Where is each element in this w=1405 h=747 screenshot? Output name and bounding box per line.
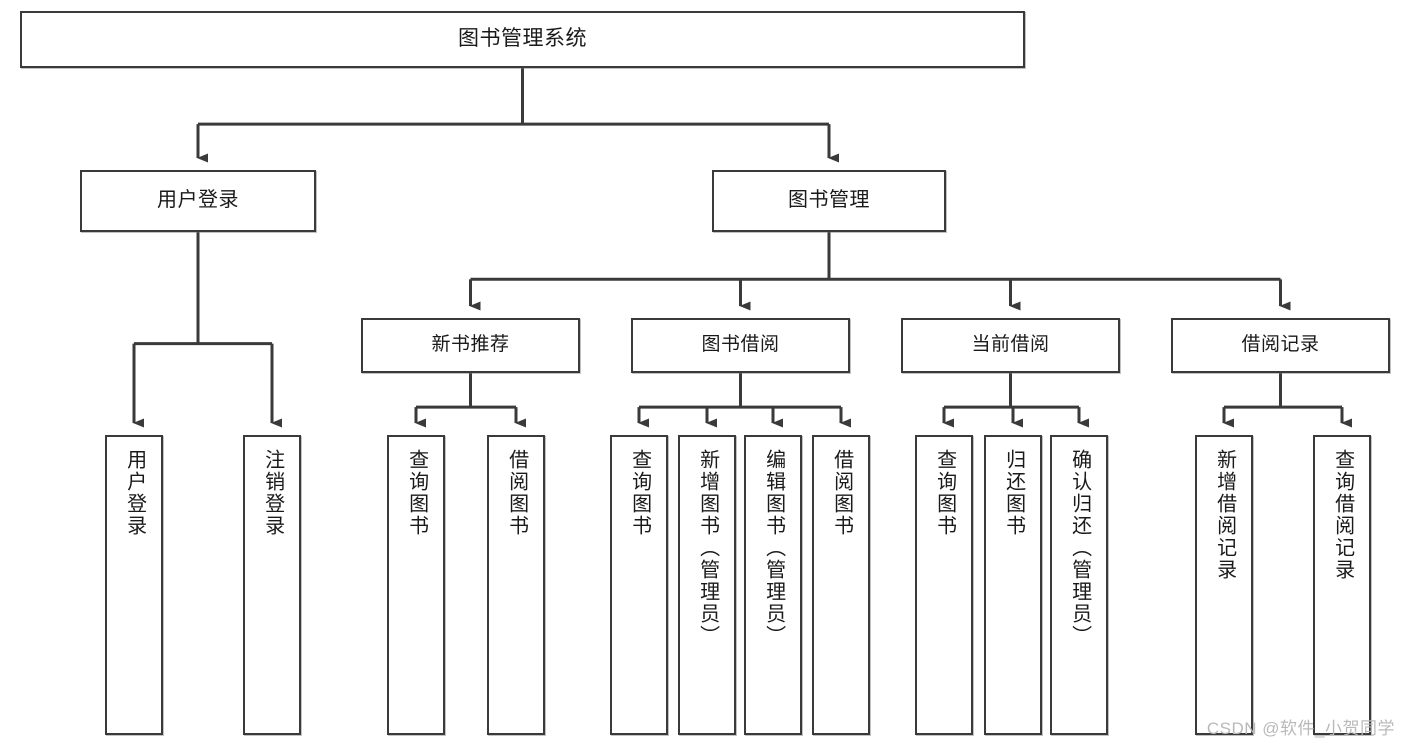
- node-borrow-record[interactable]: 借阅记录: [1171, 318, 1390, 373]
- node-label: 查询图书: [405, 449, 428, 537]
- node-label: 确认归还（管理员）: [1068, 449, 1091, 647]
- node-label: 图书借阅: [701, 334, 780, 356]
- node-label: 查询图书: [628, 449, 651, 537]
- node-label: 新书推荐: [431, 334, 510, 356]
- node-leaf-add-borrow-record[interactable]: 新增借阅记录: [1195, 435, 1253, 735]
- node-label: 借阅记录: [1241, 334, 1320, 356]
- node-label: 用户登录: [123, 449, 146, 537]
- node-label: 图书管理系统: [458, 27, 587, 51]
- node-root[interactable]: 图书管理系统: [20, 11, 1025, 68]
- node-new-book-recommend[interactable]: 新书推荐: [361, 318, 580, 373]
- node-label: 借阅图书: [830, 449, 853, 537]
- node-label: 新增图书（管理员）: [696, 449, 719, 647]
- node-leaf-add-book-admin[interactable]: 新增图书（管理员）: [678, 435, 736, 735]
- node-leaf-borrow-book-1[interactable]: 借阅图书: [487, 435, 545, 735]
- node-leaf-edit-book-admin[interactable]: 编辑图书（管理员）: [744, 435, 802, 735]
- node-label: 当前借阅: [971, 334, 1050, 356]
- node-label: 新增借阅记录: [1213, 449, 1236, 581]
- node-user-login[interactable]: 用户登录: [80, 170, 316, 232]
- node-label: 借阅图书: [505, 449, 528, 537]
- node-label: 图书管理: [788, 189, 870, 212]
- node-label: 编辑图书（管理员）: [762, 449, 785, 647]
- node-label: 查询借阅记录: [1331, 449, 1354, 581]
- node-book-borrow[interactable]: 图书借阅: [631, 318, 850, 373]
- node-leaf-logout-login[interactable]: 注销登录: [243, 435, 301, 735]
- node-leaf-query-borrow-record[interactable]: 查询借阅记录: [1313, 435, 1371, 735]
- node-book-manage[interactable]: 图书管理: [712, 170, 946, 232]
- node-leaf-return-book[interactable]: 归还图书: [984, 435, 1042, 735]
- node-leaf-query-book-3[interactable]: 查询图书: [915, 435, 973, 735]
- node-label: 用户登录: [157, 189, 239, 212]
- node-current-borrow[interactable]: 当前借阅: [901, 318, 1120, 373]
- node-leaf-query-book-1[interactable]: 查询图书: [387, 435, 445, 735]
- node-leaf-borrow-book-2[interactable]: 借阅图书: [812, 435, 870, 735]
- node-label: 归还图书: [1002, 449, 1025, 537]
- node-leaf-user-login[interactable]: 用户登录: [105, 435, 163, 735]
- node-leaf-confirm-return-admin[interactable]: 确认归还（管理员）: [1050, 435, 1108, 735]
- watermark-label: CSDN @软件_小贺同学: [1206, 719, 1395, 738]
- node-label: 查询图书: [933, 449, 956, 537]
- node-label: 注销登录: [261, 449, 284, 537]
- node-leaf-query-book-2[interactable]: 查询图书: [610, 435, 668, 735]
